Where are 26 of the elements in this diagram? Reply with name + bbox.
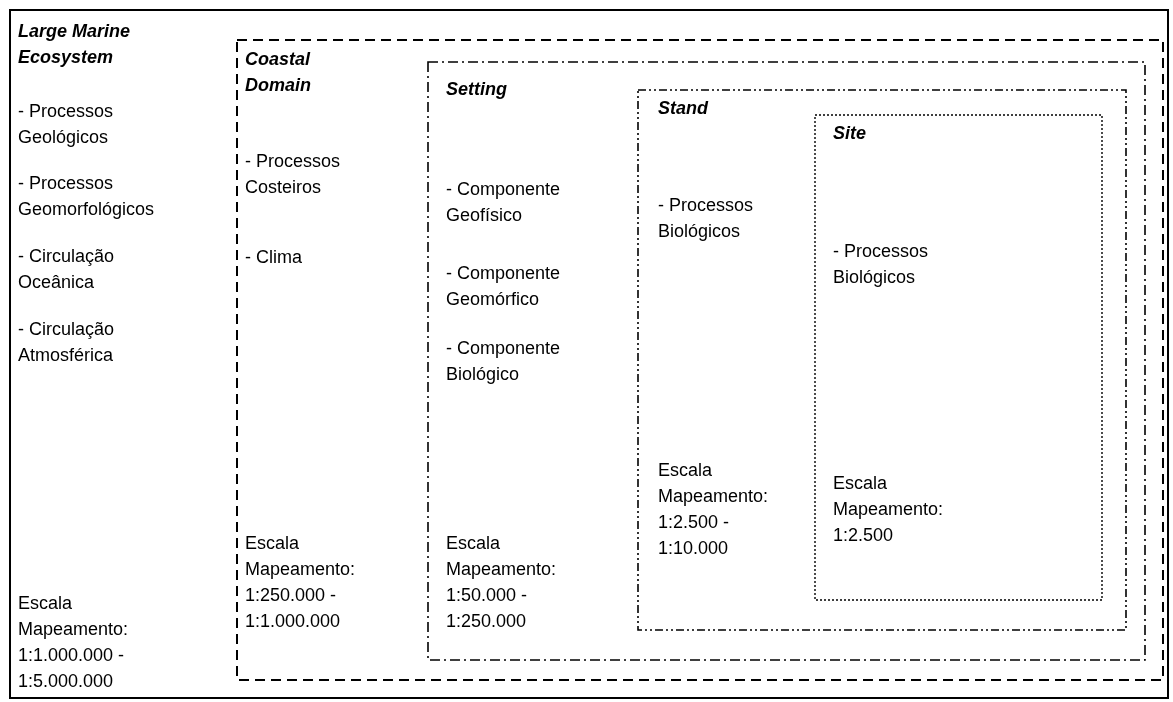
process-item: - Circulação Oceânica [18, 245, 116, 294]
scale-note: Escala Mapeamento: 1:2.500 - 1:10.000 [658, 459, 770, 560]
scale-note: Escala Mapeamento: 1:50.000 - 1:250.000 [446, 532, 558, 633]
scale-region-box [638, 90, 1126, 630]
scale-region-box [815, 115, 1102, 600]
scale-note: Escala Mapeamento: 1:1.000.000 - 1:5.000.000 [18, 592, 130, 693]
scale-note: Escala Mapeamento: 1:2.500 [833, 472, 945, 547]
process-item: - Componente Geomórfico [446, 262, 562, 311]
scale-note: Escala Mapeamento: 1:250.000 - 1:1.000.000 [245, 532, 357, 633]
region-title: Large Marine Ecosystem [18, 20, 132, 69]
process-item: - Processos Costeiros [245, 150, 342, 199]
scale-region-box [428, 62, 1145, 660]
region-title: Site [833, 122, 867, 145]
process-item: - Processos Geomorfológicos [18, 172, 156, 221]
process-item: - Componente Geofísico [446, 178, 562, 227]
process-item: - Clima [245, 246, 303, 269]
region-title: Coastal Domain [245, 48, 312, 97]
scale-region-box [10, 10, 1168, 698]
process-item: - Circulação Atmosférica [18, 318, 116, 367]
process-item: - Processos Geológicos [18, 100, 115, 149]
process-item: - Processos Biológicos [658, 194, 755, 243]
process-item: - Componente Biológico [446, 337, 562, 386]
region-title: Setting [446, 78, 508, 101]
region-title: Stand [658, 97, 710, 120]
scale-region-box [237, 40, 1163, 680]
process-item: - Processos Biológicos [833, 240, 930, 289]
